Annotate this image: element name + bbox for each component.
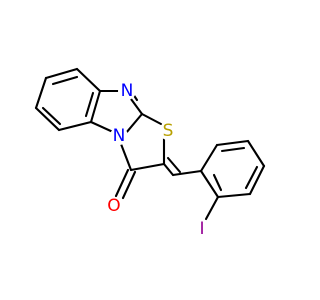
bond [89,120,115,134]
atom-label-o: O [107,196,120,216]
bond [57,120,93,132]
atom-n2: N [110,126,128,146]
bond [34,106,61,132]
atom-label-n2: N [113,126,126,146]
bond [199,169,220,199]
bond [244,165,259,190]
bond [34,76,48,110]
bond [166,156,182,174]
atom-labels: N N S O I [105,81,210,239]
bond [84,91,95,118]
bond [124,112,144,135]
atom-o: O [105,196,123,216]
atom-s: S [159,121,177,141]
bond [51,75,79,86]
atom-label-s: S [163,121,174,141]
atom-label-i: I [199,219,204,239]
bond [75,67,102,93]
bond [129,162,166,172]
bond [44,67,79,80]
molecule-structure-diagram: N N S O I [34,67,266,239]
bond [89,89,102,124]
bond [140,112,163,126]
atom-label-n1: N [121,81,134,101]
bond [216,192,252,199]
bond [220,146,246,153]
bond [215,139,250,147]
bond [199,143,219,173]
bond [129,97,144,116]
bond [212,173,223,192]
atom-i: I [194,219,210,239]
atom-n1: N [118,81,136,101]
bond [246,139,266,168]
bond [114,168,130,198]
bond [41,106,62,126]
bond [119,142,133,172]
bond [162,162,175,177]
bond [248,164,266,196]
bond [171,169,203,177]
bond [121,170,137,200]
bond [204,195,220,221]
bond-lines [34,67,266,221]
